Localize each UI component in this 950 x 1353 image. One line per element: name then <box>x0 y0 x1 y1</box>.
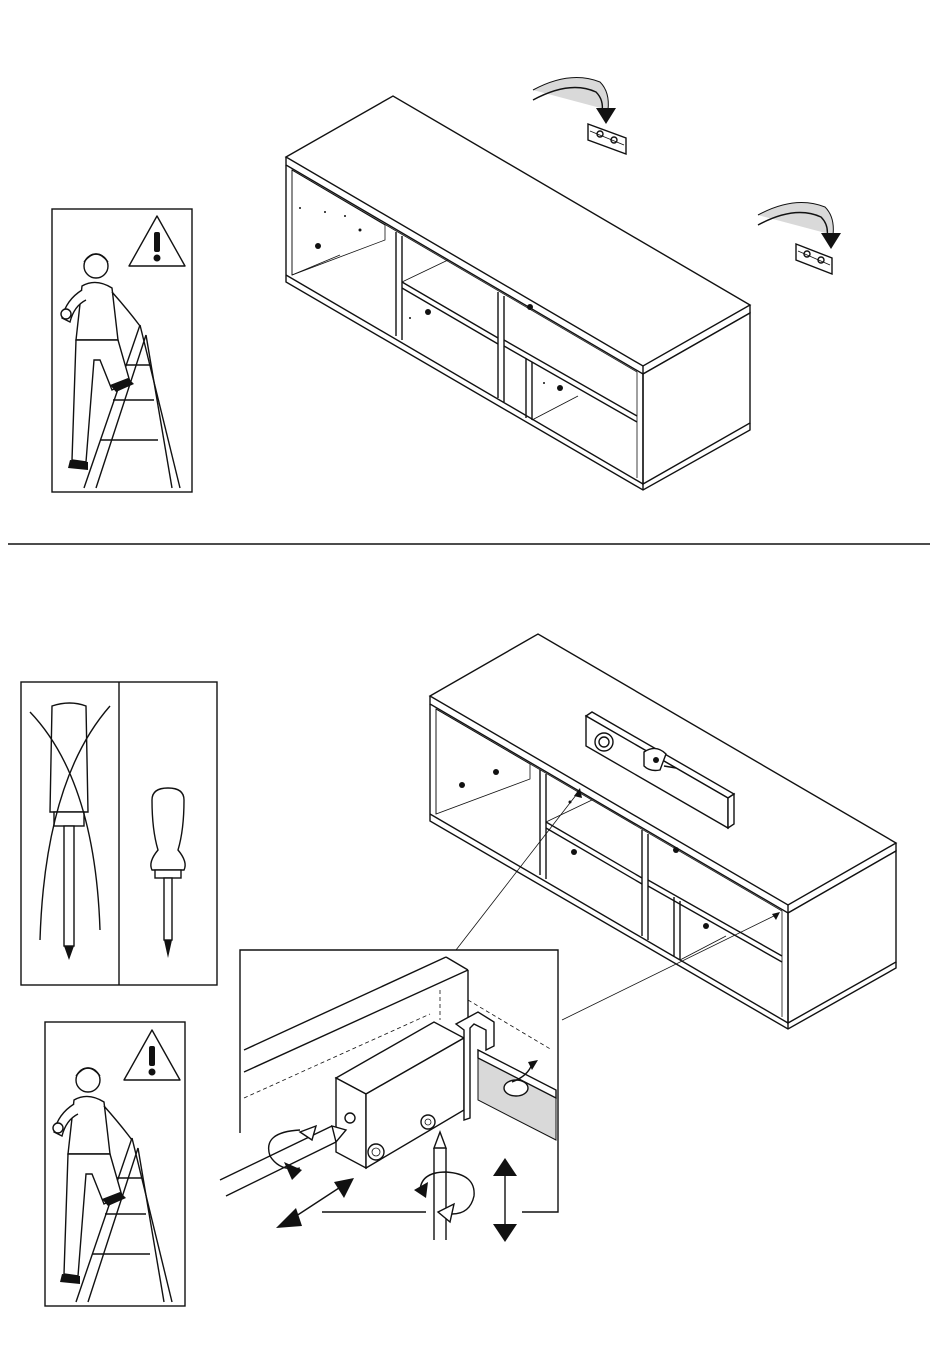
step-bottom <box>21 634 896 1306</box>
wall-bracket-left <box>533 78 626 155</box>
safety-panel-top <box>52 209 192 492</box>
rotate-arrow-icon <box>414 1172 474 1222</box>
warning-icon <box>129 216 185 266</box>
tv-cabinet-top <box>286 96 750 490</box>
hanger-detail-box <box>220 950 558 1242</box>
detail-pointer-line-1 <box>456 790 580 950</box>
power-screwdriver-icon <box>50 703 88 960</box>
wall-bracket-right <box>758 203 841 275</box>
person-on-ladder-icon <box>53 1068 172 1302</box>
phillips-screwdriver-icon <box>151 788 185 958</box>
safety-panel-bottom <box>45 1022 185 1306</box>
screwdriver-panel <box>21 682 217 985</box>
step-top <box>52 78 841 493</box>
tv-cabinet-bottom <box>430 634 896 1029</box>
double-arrow-icon <box>493 1158 517 1242</box>
warning-icon <box>124 1030 180 1080</box>
double-arrow-icon <box>276 1178 354 1228</box>
person-on-ladder-icon <box>61 254 180 488</box>
